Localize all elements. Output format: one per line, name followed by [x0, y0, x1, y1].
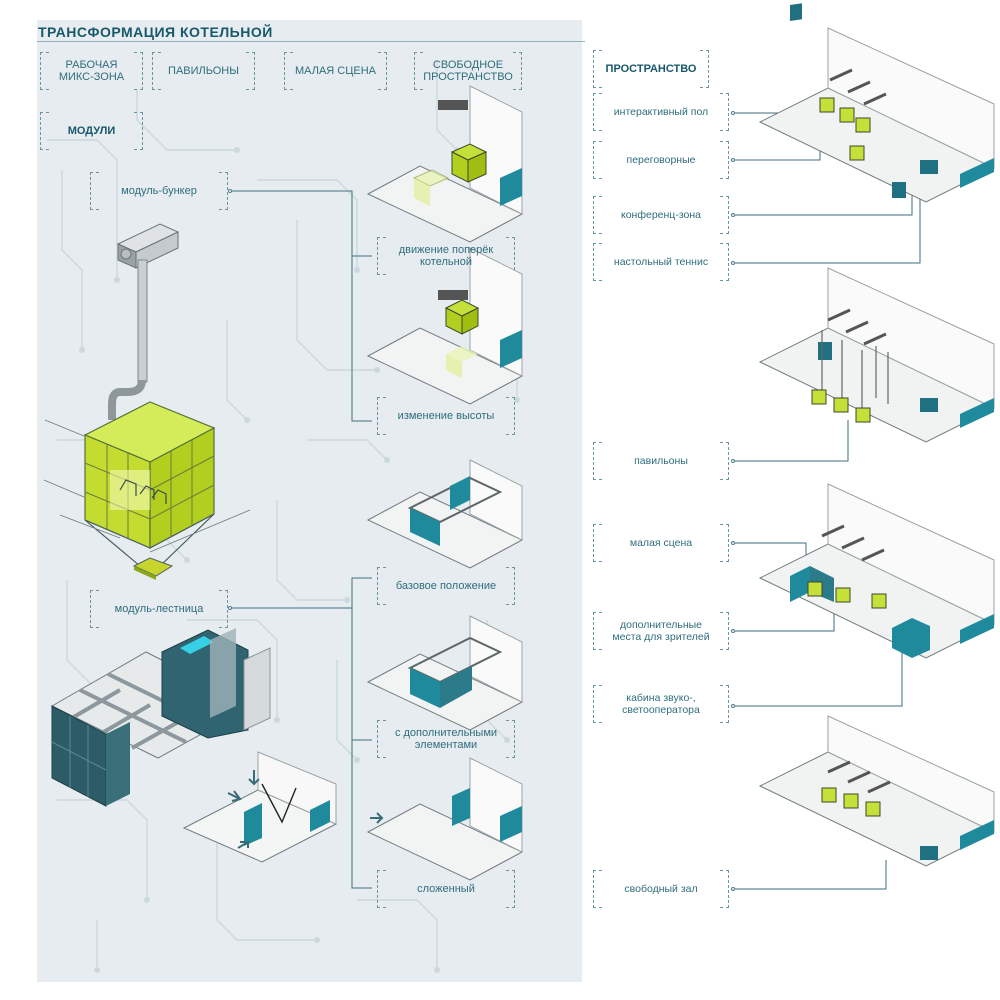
modules-heading-text: МОДУЛИ: [67, 125, 116, 137]
label-hall-text: свободный зал: [624, 883, 698, 895]
space-drawing-4: [758, 715, 996, 867]
tab-small-stage[interactable]: МАЛАЯ СЦЕНА: [284, 52, 387, 90]
tab-pavilions-label: ПАВИЛЬОНЫ: [168, 65, 239, 77]
label-move-across-line2: котельной: [420, 256, 472, 268]
label-base-position: базовое положение: [377, 567, 515, 605]
label-booth-line2: светооператора: [622, 704, 700, 716]
page-title: ТРАНСФОРМАЦИЯ КОТЕЛЬНОЙ: [38, 24, 273, 40]
label-pavilions: павильоны: [593, 442, 729, 480]
state-room-base: [366, 459, 524, 569]
circuit-pattern: [47, 60, 520, 973]
bunker-connector: [231, 190, 372, 422]
dot-meeting: [731, 158, 735, 162]
state-room-extra: [366, 615, 524, 731]
label-pavilions-text: павильоны: [634, 455, 688, 467]
label-booth-line1: кабина звуко-,: [626, 692, 696, 704]
dot-tennis: [731, 261, 735, 265]
label-folded-text: сложенный: [417, 883, 475, 895]
label-conference-text: конференц-зона: [621, 209, 701, 221]
dot-stage: [731, 541, 735, 545]
state-room-height: [366, 247, 524, 405]
stair-connector: [231, 577, 372, 609]
tab-free-space-line1: СВОБОДНОЕ: [432, 59, 504, 71]
label-height-text: изменение высоты: [397, 410, 495, 422]
tab-small-stage-label: МАЛАЯ СЦЕНА: [295, 65, 376, 77]
modules-heading: МОДУЛИ: [40, 112, 143, 150]
dot-conference: [731, 213, 735, 217]
title-divider: [37, 41, 585, 42]
space-heading: ПРОСТРАНСТВО: [593, 50, 709, 88]
stair-connector-down: [351, 608, 372, 889]
label-meeting-text: переговорные: [626, 154, 696, 166]
label-floor-text: интерактивный пол: [613, 106, 709, 118]
stair-module-drawing: [50, 628, 271, 807]
tab-pavilions[interactable]: ПАВИЛЬОНЫ: [152, 52, 255, 90]
booth-connector: [735, 640, 903, 707]
label-table-tennis: настольный теннис: [593, 243, 729, 281]
label-small-stage: малая сцена: [593, 524, 729, 562]
label-stair-text: модуль-лестница: [114, 603, 204, 615]
label-operator-booth: кабина звуко-,светооператора: [593, 685, 729, 723]
label-interactive-floor: интерактивный пол: [593, 93, 729, 131]
label-extra-line1: с дополнительными: [394, 727, 498, 739]
pavilions-connector: [735, 420, 849, 462]
label-conference-zone: конференц-зона: [593, 196, 729, 234]
stair-small-drawing: [182, 751, 338, 863]
stage-connector: [735, 542, 807, 560]
space-drawing-3: [758, 483, 996, 659]
label-bunker-text: модуль-бункер: [121, 185, 197, 197]
dot-hall: [731, 887, 735, 891]
label-stage-text: малая сцена: [629, 537, 693, 549]
tab-mix-zone-line1: РАБОЧАЯ: [65, 59, 118, 71]
label-free-hall: свободный зал: [593, 870, 729, 908]
label-seats-line2: места для зрителей: [612, 631, 710, 643]
label-stair-module: модуль-лестница: [90, 590, 228, 628]
bunker-module-drawing: [43, 223, 251, 580]
label-base-text: базовое положение: [395, 580, 497, 592]
dot-pavilions: [731, 459, 735, 463]
label-bunker-module: модуль-бункер: [90, 172, 228, 210]
label-seats-line1: дополнительные: [619, 619, 703, 631]
space-drawing-1: [758, 3, 996, 203]
conference-connector: [735, 190, 913, 216]
label-extra-line2: элементами: [414, 739, 478, 751]
label-move-across-line1: движение поперёк: [398, 244, 494, 256]
space-drawing-2: [758, 267, 996, 443]
dot-seats: [731, 629, 735, 633]
label-height-change: изменение высоты: [377, 397, 515, 435]
label-folded: сложенный: [377, 870, 515, 908]
tab-free-space-line2: ПРОСТРАНСТВО: [423, 71, 513, 83]
state-room-folded: [366, 757, 524, 881]
hall-connector: [735, 860, 887, 890]
label-meeting-rooms: переговорные: [593, 141, 729, 179]
dot-floor: [731, 111, 735, 115]
tennis-connector: [735, 170, 921, 264]
label-tennis-text: настольный теннис: [613, 256, 709, 268]
tab-mix-zone-line2: МИКС-ЗОНА: [58, 71, 125, 83]
state-room-across: [366, 85, 524, 243]
dot-booth: [731, 704, 735, 708]
space-heading-text: ПРОСТРАНСТВО: [605, 63, 697, 75]
